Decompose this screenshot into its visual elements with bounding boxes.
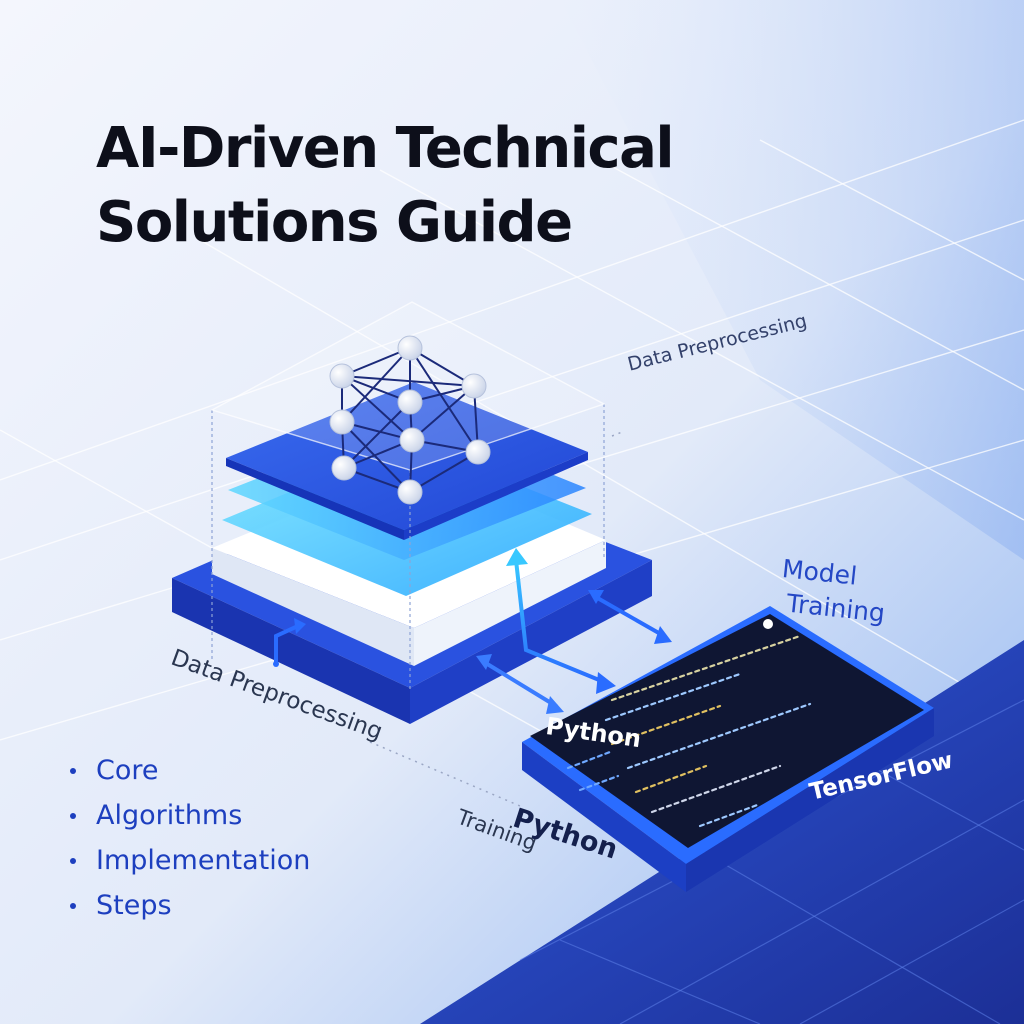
flow-arrow-icon (273, 548, 672, 714)
list-item: Core (66, 748, 310, 793)
title-line-1: AI-Driven Technical (96, 116, 675, 181)
neural-network-graph-icon (329, 335, 491, 505)
model-training-label: Model Training (777, 552, 890, 631)
page-title: AI-Driven Technical Solutions Guide (96, 112, 916, 260)
list-item: Implementation (66, 838, 310, 883)
layer-stack-icon (172, 301, 652, 724)
bullet-list: Core Algorithms Implementation Steps (66, 748, 310, 928)
list-item: Algorithms (66, 793, 310, 838)
title-line-2: Solutions Guide (96, 190, 573, 255)
list-item: Steps (66, 883, 310, 928)
code-panel-icon (522, 606, 934, 892)
